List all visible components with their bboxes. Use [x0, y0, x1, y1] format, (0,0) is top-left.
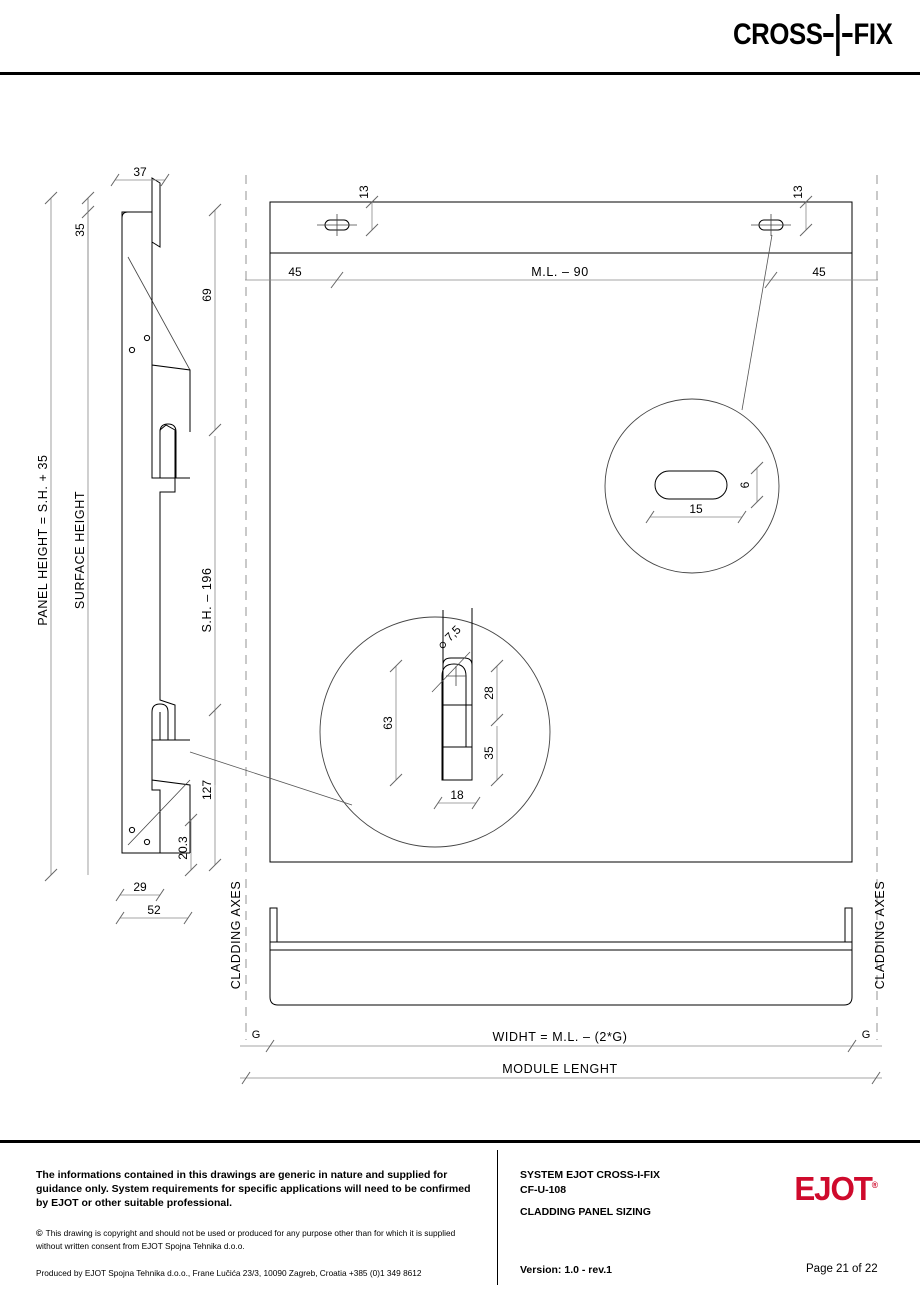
cross-i-fix-mark-icon — [823, 14, 853, 56]
dim-37: 37 — [133, 165, 147, 179]
page-footer: The informations contained in this drawi… — [0, 1140, 920, 1300]
dim-diameter-7-5: ⌀ 7,5 — [435, 622, 464, 651]
bottom-dimensions: WIDHT = M.L. – (2*G) G G MODULE LENGHT — [240, 1029, 882, 1085]
page-header: CROSS FIX — [0, 0, 920, 76]
ejot-logo: EJOT® — [794, 1170, 878, 1208]
logo-text-fix: FIX — [853, 18, 892, 51]
footer-vertical-divider — [497, 1150, 498, 1285]
slot-left — [317, 214, 357, 236]
dim-52: 52 — [147, 903, 161, 917]
footer-legal-block: The informations contained in this drawi… — [36, 1168, 476, 1279]
label-cladding-axes-left: CLADDING AXES — [229, 881, 243, 990]
title-block-subject: CLADDING PANEL SIZING — [520, 1206, 651, 1219]
side-view-dimensions: 37 35 69 S.H. – 196 127 — [36, 165, 222, 925]
dim-45-left: 45 — [288, 265, 302, 279]
dim-20-3: 20.3 — [176, 836, 190, 860]
produced-by-text: Produced by EJOT Spojna Tehnika d.o.o., … — [36, 1267, 422, 1278]
label-width: WIDHT = M.L. – (2*G) — [492, 1030, 627, 1044]
title-block: SYSTEM EJOT CROSS-I-FIX CF-U-108 CLADDIN… — [520, 1168, 900, 1276]
dim-6: 6 — [738, 481, 752, 488]
dim-15: 15 — [689, 502, 703, 516]
label-module-length: MODULE LENGHT — [502, 1062, 617, 1076]
dim-13-left: 13 — [357, 185, 371, 199]
copyright-body: This drawing is copyright and should not… — [36, 1227, 456, 1251]
label-cladding-axes-right: CLADDING AXES — [873, 881, 887, 990]
dim-45-right: 45 — [812, 265, 826, 279]
header-divider — [0, 72, 920, 75]
dim-13-right: 13 — [791, 185, 805, 199]
front-view-panel — [269, 201, 853, 863]
dim-127: 127 — [200, 780, 214, 800]
bottom-section-view — [269, 907, 853, 1006]
label-panel-height: PANEL HEIGHT = S.H. + 35 — [36, 454, 50, 625]
title-block-system: SYSTEM EJOT CROSS-I-FIX — [520, 1169, 661, 1181]
technical-drawing: .ln { stroke:#000; stroke-width:1; fill:… — [0, 80, 920, 1135]
side-profile-view — [121, 177, 191, 854]
label-sh-196: S.H. – 196 — [200, 567, 214, 632]
front-view-dimensions: 13 13 45 45 M.L. – 90 CLADDING AXES CLAD… — [229, 175, 887, 1040]
dim-28: 28 — [482, 686, 496, 700]
detail-circle-slot: 15 6 — [604, 234, 780, 574]
disclaimer-text: The informations contained in this drawi… — [36, 1169, 471, 1210]
label-ml-90: M.L. – 90 — [531, 265, 589, 279]
footer-divider-top — [0, 1140, 920, 1143]
slot-right — [751, 214, 791, 236]
dim-29: 29 — [133, 880, 147, 894]
drawing-canvas: .ln { stroke:#000; stroke-width:1; fill:… — [36, 165, 887, 1085]
dim-18: 18 — [450, 788, 464, 802]
gap-right: G — [862, 1029, 871, 1041]
dim-35-detail: 35 — [482, 746, 496, 760]
cross-i-fix-logo: CROSS FIX — [732, 14, 892, 56]
dim-35: 35 — [73, 223, 87, 237]
copyright-text: ©This drawing is copyright and should no… — [36, 1227, 476, 1252]
title-block-version: Version: 1.0 - rev.1 — [520, 1264, 613, 1276]
gap-left: G — [252, 1029, 261, 1041]
dim-69: 69 — [200, 288, 214, 302]
registered-trademark-icon: ® — [871, 1180, 878, 1190]
page-number: Page 21 of 22 — [806, 1263, 878, 1275]
label-surface-height: SURFACE HEIGHT — [73, 491, 87, 609]
title-block-code: CF-U-108 — [520, 1183, 567, 1196]
detail-circle-keyhole: ⌀ 7,5 63 28 35 18 — [189, 608, 551, 848]
copyright-icon: © — [36, 1227, 43, 1238]
ejot-logo-text: EJOT — [794, 1170, 872, 1207]
logo-text-cross: CROSS — [732, 18, 823, 51]
dim-63: 63 — [381, 716, 395, 730]
